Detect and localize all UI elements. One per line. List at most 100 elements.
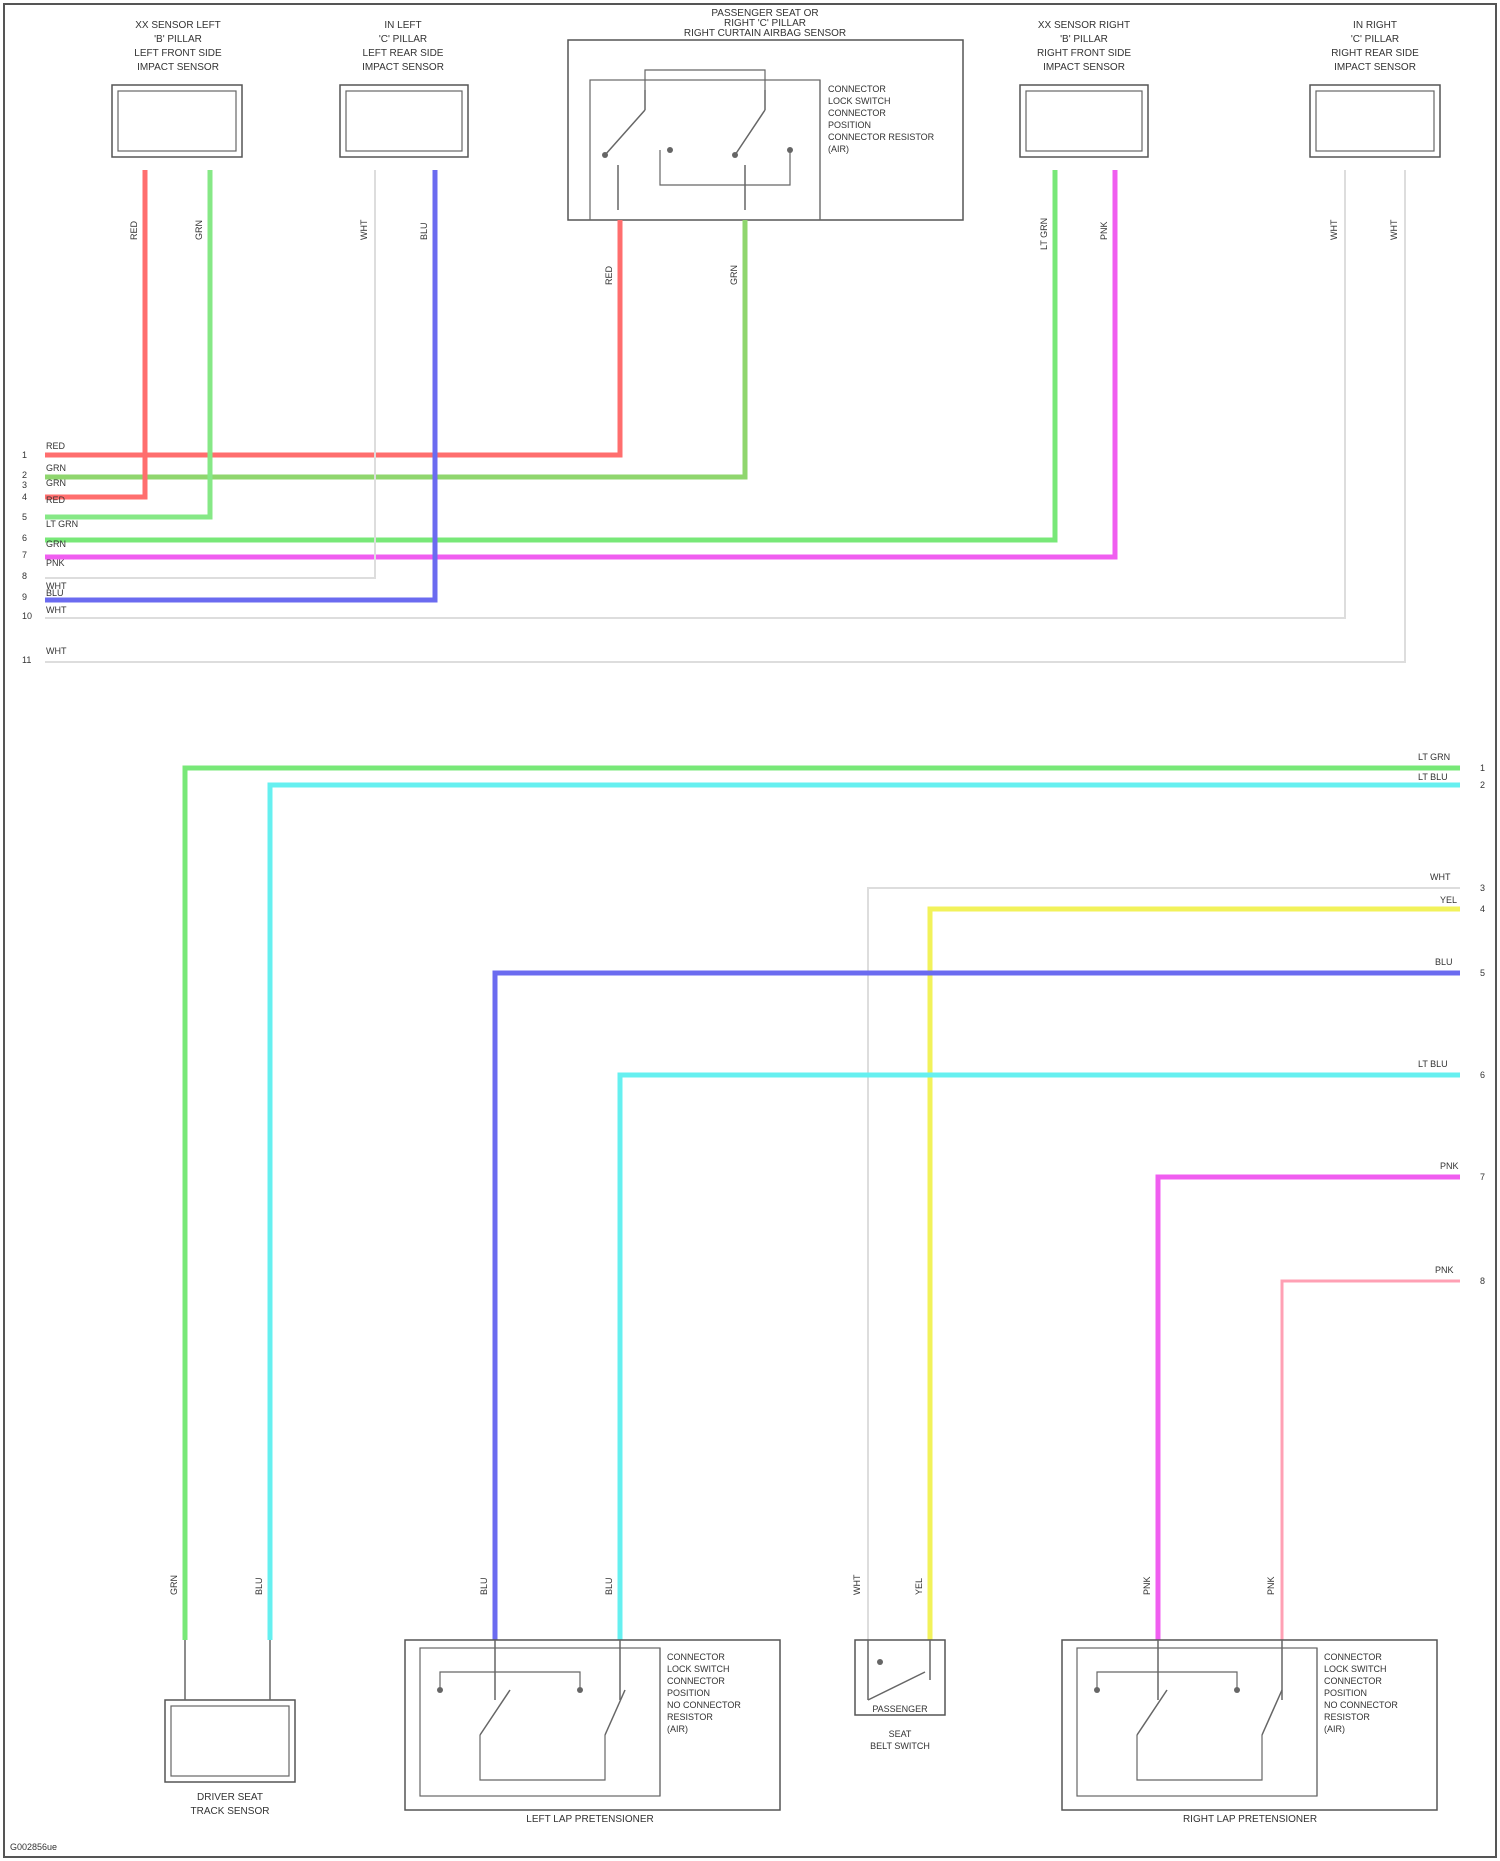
left-lap-pretensioner: CONNECTOR LOCK SWITCH CONNECTOR POSITION…	[405, 1640, 780, 1825]
wire-color-label: LT GRN	[1039, 218, 1049, 250]
wire-color-label: YEL	[1440, 895, 1457, 905]
pin-number: 4	[22, 492, 27, 502]
passenger-seat-belt-switch: PASSENGER SEAT BELT SWITCH	[855, 1640, 945, 1751]
pin-number: 4	[1480, 904, 1485, 914]
left-front-side-impact-sensor: XX SENSOR LEFT 'B' PILLAR LEFT FRONT SID…	[112, 20, 242, 157]
wire-color-label: GRN	[46, 478, 66, 488]
component-label: LEFT REAR SIDE	[363, 48, 444, 59]
driver-seat-track-sensor: DRIVER SEAT TRACK SENSOR	[165, 1640, 295, 1817]
switch-contact	[877, 1659, 883, 1665]
wire-color-label: PNK	[1440, 1161, 1459, 1171]
upper-vertical-labels: RED GRN WHT BLU RED GRN LT GRN PNK WHT W…	[129, 218, 1399, 285]
wire-color-label: PNK	[1099, 221, 1109, 240]
wire-color-label: GRN	[46, 463, 66, 473]
left-rear-side-impact-sensor: IN LEFT 'C' PILLAR LEFT REAR SIDE IMPACT…	[340, 20, 468, 157]
upper-wire-harness	[45, 170, 1405, 662]
component-label: LEFT FRONT SIDE	[134, 48, 222, 59]
switch-contact	[732, 152, 738, 158]
wire-color-label: BLU	[479, 1577, 489, 1595]
wire-color-label: RED	[129, 220, 139, 240]
switch-contact	[667, 147, 673, 153]
pin-number: 2	[22, 470, 27, 480]
pin-number: 3	[1480, 883, 1485, 893]
wire-color-label: PNK	[46, 558, 65, 568]
wire-color-label: LT BLU	[1418, 1059, 1448, 1069]
wire-color-label: PNK	[1435, 1265, 1454, 1275]
pin-number: 2	[1480, 780, 1485, 790]
switch-contact	[577, 1687, 583, 1693]
component-label: IMPACT SENSOR	[362, 62, 444, 73]
note: (AIR)	[828, 144, 849, 154]
wire-2-green	[45, 220, 745, 477]
wire-color-label: RED	[604, 265, 614, 285]
lower-vertical-labels: GRN BLU BLU BLU WHT YEL PNK PNK	[169, 1574, 1276, 1595]
wire-5-lt-green	[45, 170, 210, 517]
component-label: DRIVER SEAT	[197, 1792, 263, 1803]
lower-wire-harness	[185, 768, 1460, 1640]
wire-color-label: YEL	[914, 1578, 924, 1595]
note: (AIR)	[667, 1724, 688, 1734]
sensor-box	[340, 85, 468, 157]
wire-color-label: WHT	[852, 1574, 862, 1595]
note: CONNECTOR	[667, 1652, 725, 1662]
wire-color-label: LT GRN	[1418, 752, 1450, 762]
component-label: 'B' PILLAR	[154, 34, 202, 45]
pin-number: 8	[22, 571, 27, 581]
wire-r6-lt-blue	[620, 1075, 1460, 1640]
note: CONNECTOR	[828, 108, 886, 118]
pin-number: 7	[22, 550, 27, 560]
wire-color-label: RED	[46, 441, 66, 451]
wire-color-label: WHT	[1329, 219, 1339, 240]
component-label: XX SENSOR RIGHT	[1038, 20, 1130, 31]
switch-contact	[437, 1687, 443, 1693]
component-label: RIGHT CURTAIN AIRBAG SENSOR	[684, 28, 846, 39]
pin-number: 3	[22, 480, 27, 490]
right-pin-labels: 1 LT GRN 2 LT BLU 3 WHT 4 YEL 5 BLU 6 LT…	[1418, 752, 1485, 1286]
wire-color-label: WHT	[46, 646, 67, 656]
component-label: XX SENSOR LEFT	[135, 20, 221, 31]
note: CONNECTOR	[667, 1676, 725, 1686]
pin-number: 9	[22, 592, 27, 602]
pin-number: 5	[22, 512, 27, 522]
pin-number: 10	[22, 611, 32, 621]
wire-color-label: PNK	[1266, 1576, 1276, 1595]
wire-color-label: BLU	[46, 588, 64, 598]
component-label: PASSENGER	[872, 1704, 928, 1714]
component-label: 'C' PILLAR	[1351, 34, 1399, 45]
sensor-box	[1020, 85, 1148, 157]
note: NO CONNECTOR	[667, 1700, 741, 1710]
wire-r3-white	[868, 888, 1460, 1640]
wire-1-red	[45, 220, 620, 455]
wire-color-label: WHT	[46, 605, 67, 615]
component-label: IN LEFT	[384, 20, 421, 31]
wire-color-label: BLU	[254, 1577, 264, 1595]
note: CONNECTOR	[1324, 1676, 1382, 1686]
wire-color-label: BLU	[1435, 957, 1453, 967]
sensor-box	[165, 1700, 295, 1782]
wire-color-label: WHT	[359, 219, 369, 240]
component-label: SEAT	[889, 1729, 912, 1739]
right-curtain-airbag-sensor: PASSENGER SEAT OR RIGHT 'C' PILLAR RIGHT…	[568, 8, 963, 220]
pin-number: 5	[1480, 968, 1485, 978]
component-label: 'C' PILLAR	[379, 34, 427, 45]
component-label: IMPACT SENSOR	[1043, 62, 1125, 73]
wire-11-white	[45, 170, 1405, 662]
component-label: IN RIGHT	[1353, 20, 1397, 31]
wire-color-label: GRN	[729, 265, 739, 285]
component-label: RIGHT REAR SIDE	[1331, 48, 1419, 59]
note: POSITION	[828, 120, 871, 130]
switch-contact	[1234, 1687, 1240, 1693]
note: NO CONNECTOR	[1324, 1700, 1398, 1710]
note: LOCK SWITCH	[1324, 1664, 1387, 1674]
sensor-box	[112, 85, 242, 157]
note: (AIR)	[1324, 1724, 1345, 1734]
wire-color-label: WHT	[1430, 872, 1451, 882]
note: LOCK SWITCH	[667, 1664, 730, 1674]
wire-10-white	[45, 170, 1345, 618]
note: CONNECTOR	[1324, 1652, 1382, 1662]
note: POSITION	[1324, 1688, 1367, 1698]
component-label: RIGHT LAP PRETENSIONER	[1183, 1814, 1317, 1825]
pin-number: 7	[1480, 1172, 1485, 1182]
wire-r7-pink	[1158, 1177, 1460, 1640]
pin-number: 1	[22, 450, 27, 460]
